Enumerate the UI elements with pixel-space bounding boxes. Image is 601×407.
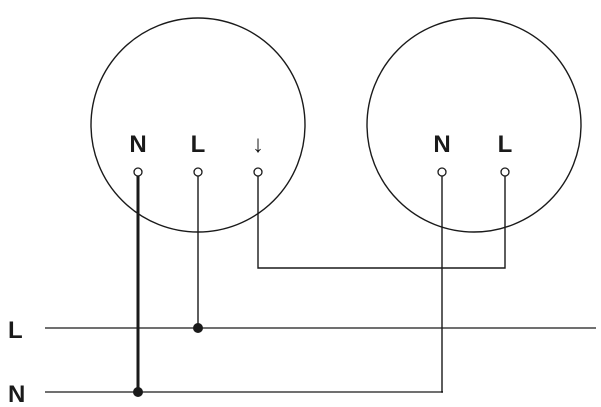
left-terminal-l-label: L	[191, 131, 206, 158]
left-terminal-l-point	[193, 167, 203, 177]
right-terminal-l-point	[500, 167, 510, 177]
live-rail-label: L	[8, 317, 23, 344]
left-terminal-n-point	[133, 167, 143, 177]
left-terminal-earth-point	[253, 167, 263, 177]
neutral-rail-label: N	[8, 381, 25, 407]
earth-link-wire	[257, 175, 506, 269]
left-terminal-earth-label: ↓	[252, 131, 264, 158]
right-terminal-l-label: L	[498, 131, 513, 158]
neutral-junction-dot	[133, 387, 143, 397]
live-junction-dot	[193, 323, 203, 333]
right-terminal-n-label: N	[433, 131, 450, 158]
right-fixture	[366, 17, 582, 233]
left-terminal-n-label: N	[129, 131, 146, 158]
right-terminal-n-point	[437, 167, 447, 177]
